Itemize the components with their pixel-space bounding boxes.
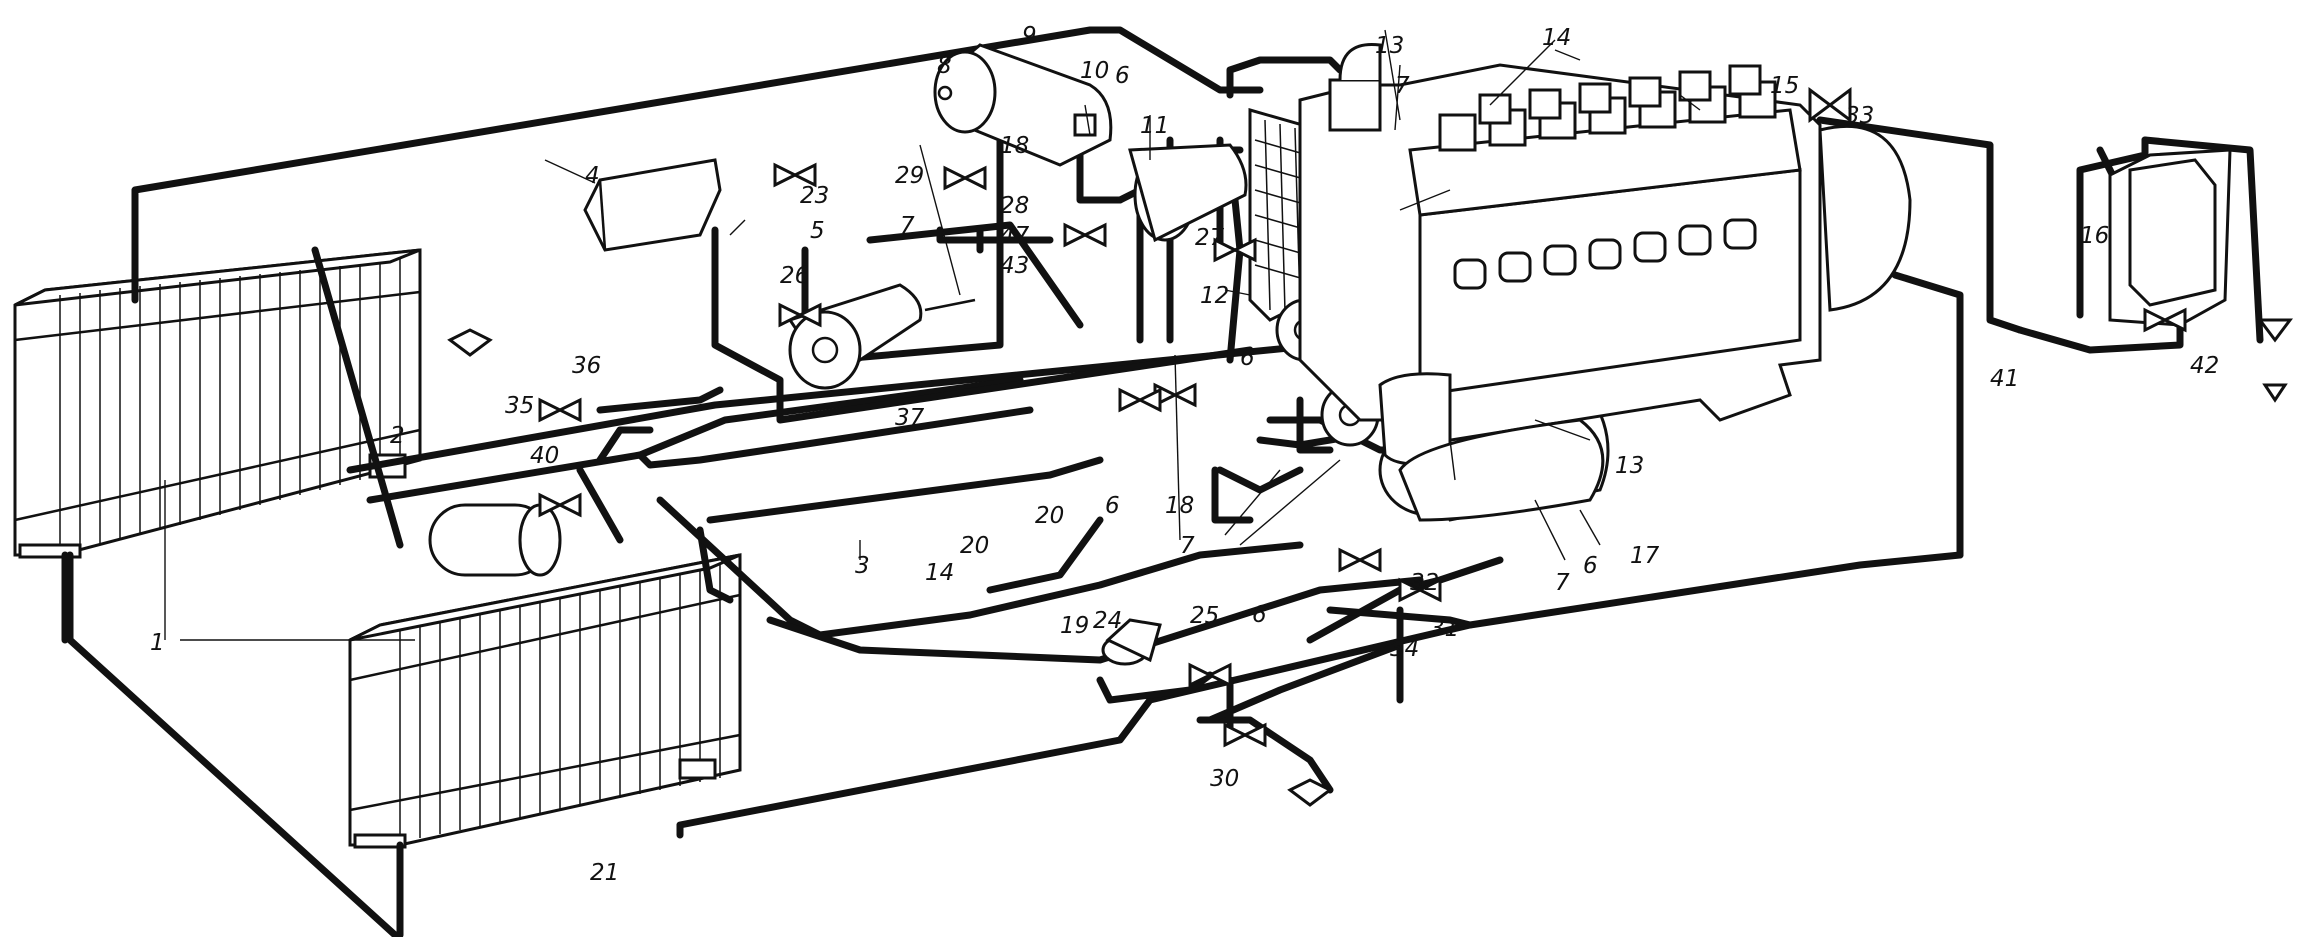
- callout-21: 21: [590, 860, 619, 886]
- callout-25: 25: [1190, 603, 1219, 629]
- callout-41: 41: [1990, 366, 2019, 392]
- callout-32: 32: [1410, 570, 1439, 596]
- callout-14b: 14: [925, 560, 954, 586]
- callout-1: 1: [150, 630, 165, 656]
- heater-4: [583, 158, 722, 252]
- callout-9: 9: [1022, 23, 1037, 49]
- callout-33: 33: [1845, 103, 1874, 129]
- callout-16: 16: [2080, 223, 2109, 249]
- callout-20a: 20: [960, 533, 989, 559]
- callout-23: 23: [800, 183, 829, 209]
- callout-6e: 6: [1583, 553, 1598, 579]
- callout-18a: 18: [1000, 133, 1029, 159]
- callout-7c: 7: [1180, 533, 1195, 559]
- expansion-tank: [933, 43, 1113, 167]
- callout-27: 27: [1195, 225, 1225, 251]
- callout-43: 43: [1000, 253, 1029, 279]
- callout-14a: 14: [1542, 25, 1571, 51]
- tank-2: [428, 503, 562, 577]
- callout-40: 40: [530, 443, 559, 469]
- heat-exchanger-16: [2108, 148, 2232, 327]
- callout-18b: 18: [1165, 493, 1194, 519]
- callout-29: 29: [895, 163, 924, 189]
- callout-10: 10: [1080, 58, 1109, 84]
- callout-42: 42: [2190, 353, 2219, 379]
- callout-11: 11: [1140, 113, 1169, 139]
- callout-6a: 6: [1115, 63, 1130, 89]
- callout-35: 35: [505, 393, 534, 419]
- callout-7a: 7: [1395, 73, 1410, 99]
- callouts: 1 2 3 4 5 6 6 6 6 6 7 7 7 7 8 9 10 11 12…: [150, 23, 2219, 886]
- callout-7d: 7: [1555, 570, 1570, 596]
- callout-34: 34: [1390, 636, 1419, 662]
- callout-31: 31: [1430, 616, 1459, 642]
- callout-26: 26: [780, 263, 809, 289]
- callout-6d: 6: [1252, 602, 1267, 628]
- filter-19: [1101, 618, 1162, 666]
- radiator-section-bottom: [348, 553, 742, 849]
- callout-12: 12: [1200, 283, 1229, 309]
- callout-leaders: [164, 29, 1701, 641]
- callout-4: 4: [585, 163, 600, 189]
- callout-2: 2: [390, 423, 405, 449]
- drain-funnels: [447, 328, 2288, 807]
- callout-6b: 6: [1240, 345, 1255, 371]
- pump-5: [787, 283, 976, 390]
- callout-5: 5: [810, 218, 825, 244]
- callout-24: 24: [1093, 608, 1122, 634]
- callout-3: 3: [855, 553, 870, 579]
- callout-13b: 13: [1615, 453, 1644, 479]
- callout-47: 47: [1000, 223, 1030, 249]
- callout-28: 28: [1000, 193, 1029, 219]
- callout-20b: 20: [1035, 503, 1064, 529]
- callout-19: 19: [1060, 613, 1089, 639]
- callout-15: 15: [1770, 73, 1799, 99]
- diesel-engine: [1298, 42, 1912, 522]
- callout-8: 8: [937, 53, 952, 79]
- callout-17: 17: [1630, 543, 1660, 569]
- callout-13a: 13: [1375, 33, 1404, 59]
- valves: [538, 87, 2293, 748]
- auxiliary-tank-11: [1128, 143, 1248, 243]
- callout-7b: 7: [900, 213, 915, 239]
- callout-30: 30: [1210, 766, 1239, 792]
- callout-37: 37: [895, 405, 925, 431]
- callout-36: 36: [572, 353, 601, 379]
- callout-6c: 6: [1105, 493, 1120, 519]
